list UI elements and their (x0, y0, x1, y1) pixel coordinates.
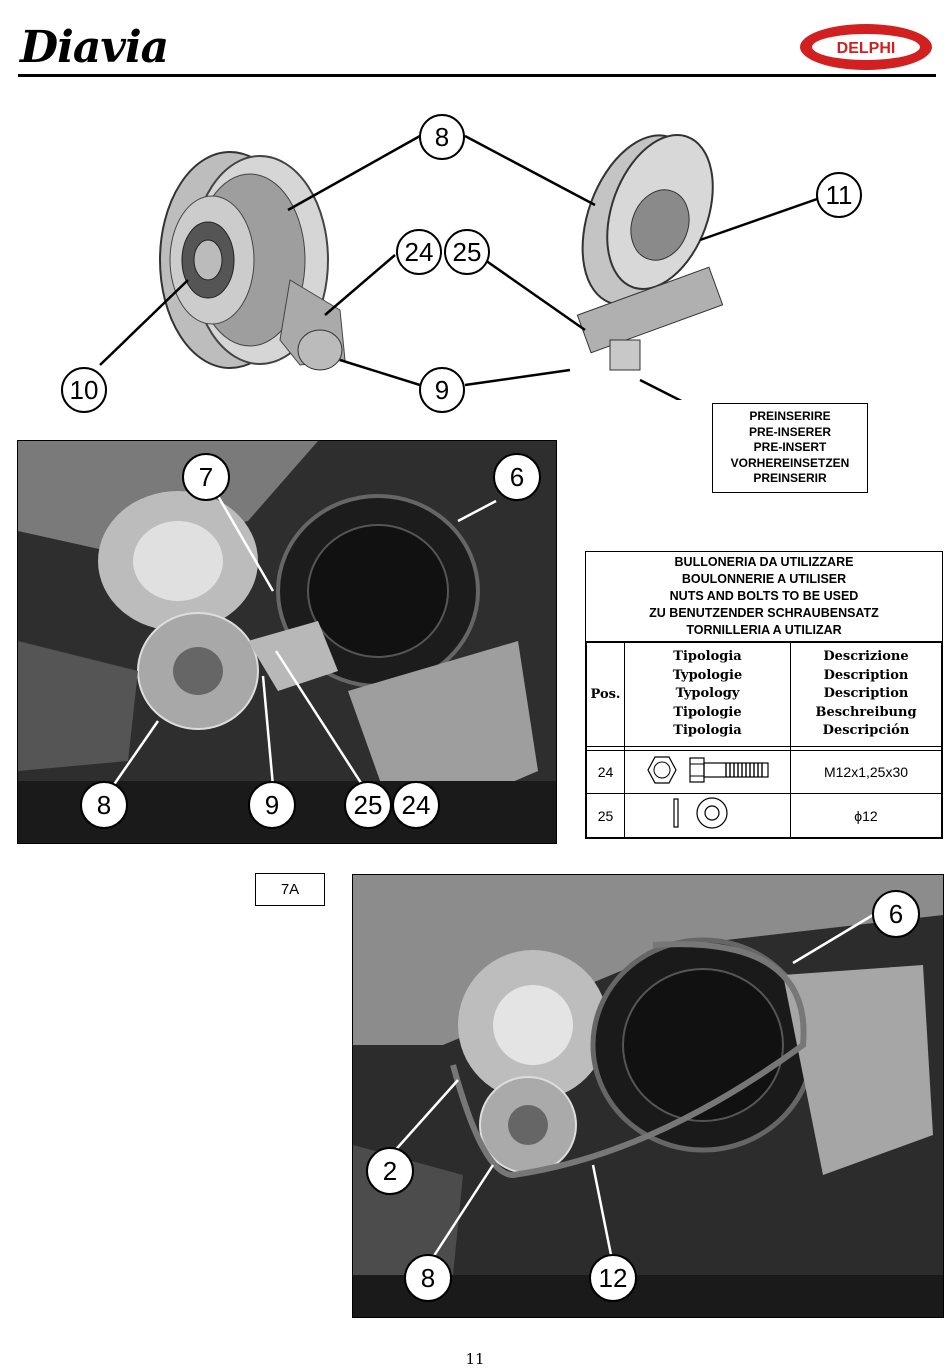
leader-lines (99, 134, 821, 400)
callout-24: 24 (392, 781, 440, 829)
table-row: 24 M12x1, (586, 750, 942, 794)
title-line: BULLONERIA DA UTILIZZARE (674, 555, 854, 569)
photo-engine-bottom (352, 874, 944, 1318)
header-pos: Pos. (586, 642, 625, 747)
header-typology: Tipologia Typologie Typology Tipologie T… (624, 642, 791, 747)
title-line: TORNILLERIA A UTILIZAR (686, 623, 842, 637)
bolt-and-nut-icon (624, 750, 791, 794)
preinsert-line: PRE-INSERER (748, 424, 831, 439)
figure-label: 7A (255, 873, 325, 906)
row-pos: 25 (586, 793, 625, 838)
callout-12: 12 (589, 1254, 637, 1302)
callout-9: 9 (248, 781, 296, 829)
callout-24: 24 (396, 229, 442, 275)
preinsert-line: PREINSERIRE (749, 409, 831, 424)
callout-10: 10 (61, 367, 107, 413)
row-description: ϕ12 (790, 793, 942, 838)
row-pos: 24 (586, 750, 625, 794)
title-line: BOULONNERIE A UTILISER (681, 572, 847, 586)
callout-25: 25 (344, 781, 392, 829)
callout-9: 9 (419, 367, 465, 413)
left-pulley (159, 151, 346, 371)
callout-8: 8 (80, 781, 128, 829)
preinsert-line: VORHEREINSETZEN (730, 455, 850, 470)
row-description: M12x1,25x30 (790, 750, 942, 794)
preinsert-line: PRE-INSERT (753, 440, 827, 455)
exploded-view (99, 134, 821, 400)
header-rule (18, 74, 936, 77)
photo-engine-top (17, 440, 557, 844)
callout-8: 8 (404, 1254, 452, 1302)
title-line: NUTS AND BOLTS TO BE USED (669, 589, 859, 603)
title-line: ZU BENUTZENDER SCHRAUBENSATZ (649, 606, 879, 620)
table-row: 25 ϕ12 (586, 793, 942, 838)
callout-11: 11 (816, 172, 862, 218)
page-number: 11 (465, 1350, 485, 1368)
delphi-logo: DELPHI (800, 24, 932, 70)
brand-logo: Diavia (20, 22, 169, 73)
bolts-table: BULLONERIA DA UTILIZZARE BOULONNERIE A U… (585, 551, 943, 839)
preinsert-line: PREINSERIR (753, 471, 827, 486)
callout-6: 6 (493, 453, 541, 501)
callout-6: 6 (872, 890, 920, 938)
callout-25: 25 (444, 229, 490, 275)
callout-7: 7 (182, 453, 230, 501)
header-description: Descrizione Description Description Besc… (790, 642, 942, 747)
preinsert-box: PREINSERIRE PRE-INSERER PRE-INSERT VORHE… (712, 403, 868, 493)
bolts-table-title: BULLONERIA DA UTILIZZARE BOULONNERIE A U… (586, 552, 942, 642)
callout-8: 8 (419, 114, 465, 160)
washer-icon (624, 793, 791, 838)
delphi-logo-text: DELPHI (837, 40, 896, 57)
callout-2: 2 (366, 1147, 414, 1195)
right-pulley (576, 134, 724, 371)
